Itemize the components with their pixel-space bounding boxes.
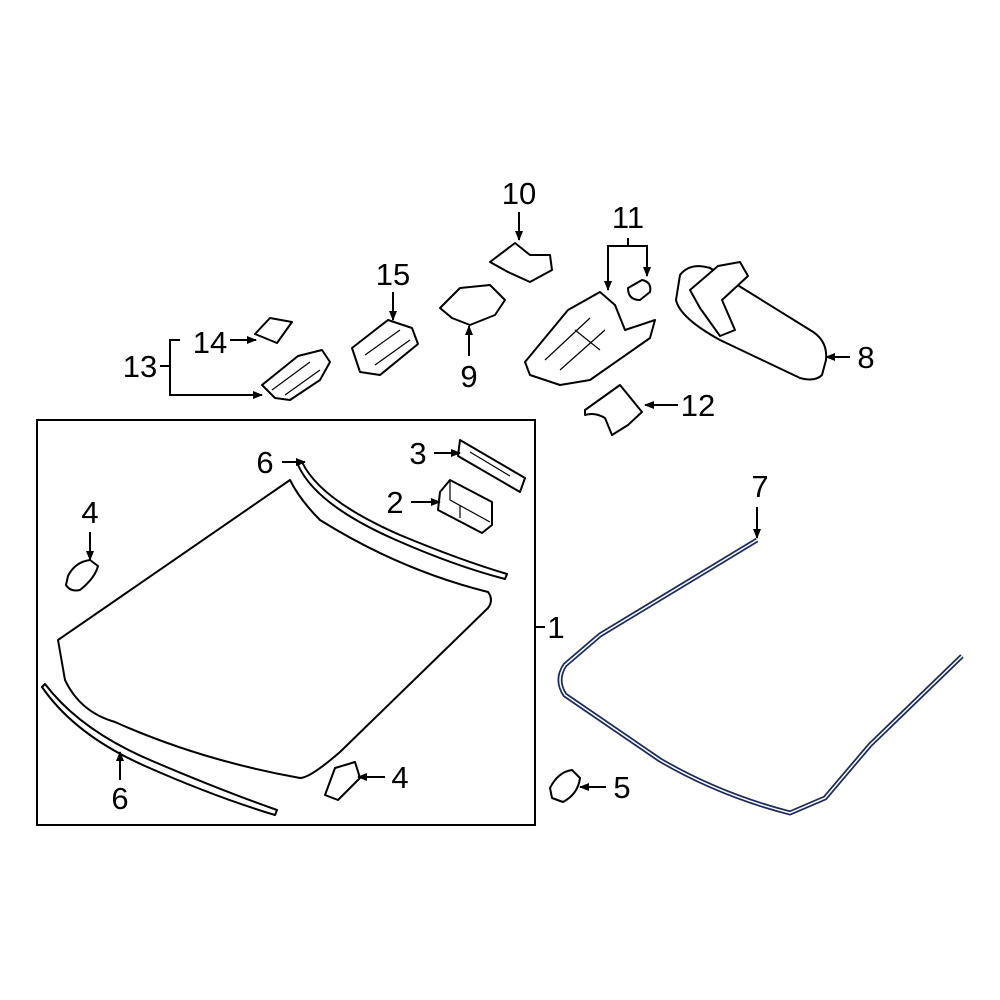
- callout-3: 3: [409, 436, 426, 471]
- part-13-detail: [271, 361, 321, 396]
- seal-highlight: [559, 539, 963, 814]
- callout-11: 11: [612, 200, 644, 235]
- callout-14: 14: [193, 325, 227, 360]
- callout-2: 2: [386, 485, 403, 520]
- windshield-glass: [57, 479, 492, 779]
- part-11-cap: [627, 279, 652, 301]
- part-5-pad: [549, 769, 581, 803]
- part-11-detail: [544, 317, 606, 371]
- windshield-group-box: [36, 419, 536, 826]
- leader-lines: [86, 212, 850, 791]
- part-4-pad-bottom: [324, 761, 361, 801]
- part-14-pad: [254, 317, 293, 344]
- part-3-detail: [469, 451, 511, 477]
- upper-molding: [297, 461, 508, 580]
- part-12-clip: [584, 384, 643, 436]
- callout-8: 8: [857, 340, 874, 375]
- mirror-mount: [689, 261, 749, 337]
- callout-9: 9: [460, 359, 477, 394]
- callout-13: 13: [123, 349, 157, 384]
- callout-12: 12: [681, 388, 715, 423]
- callout-7: 7: [751, 469, 768, 504]
- part-2-clip: [437, 479, 493, 534]
- callout-15: 15: [376, 257, 410, 292]
- part-11-cover: [524, 291, 656, 386]
- callout-6-bottom: 6: [111, 781, 128, 816]
- part-13-housing: [261, 349, 331, 401]
- callout-1: 1: [547, 610, 564, 645]
- lower-molding: [41, 683, 278, 816]
- callout-10: 10: [502, 176, 536, 211]
- part-2-detail: [449, 480, 491, 523]
- part-4-pad-left: [65, 559, 99, 592]
- callout-6-top: 6: [256, 445, 273, 480]
- part-9-bracket: [439, 284, 506, 326]
- callout-5: 5: [613, 770, 630, 805]
- callout-4-bottom: 4: [391, 760, 408, 795]
- part-10-bracket: [489, 242, 553, 283]
- part-15-detail: [364, 329, 411, 366]
- callout-4-left: 4: [81, 495, 98, 530]
- part-3-bracket: [457, 439, 526, 493]
- part-15-cover: [351, 319, 419, 376]
